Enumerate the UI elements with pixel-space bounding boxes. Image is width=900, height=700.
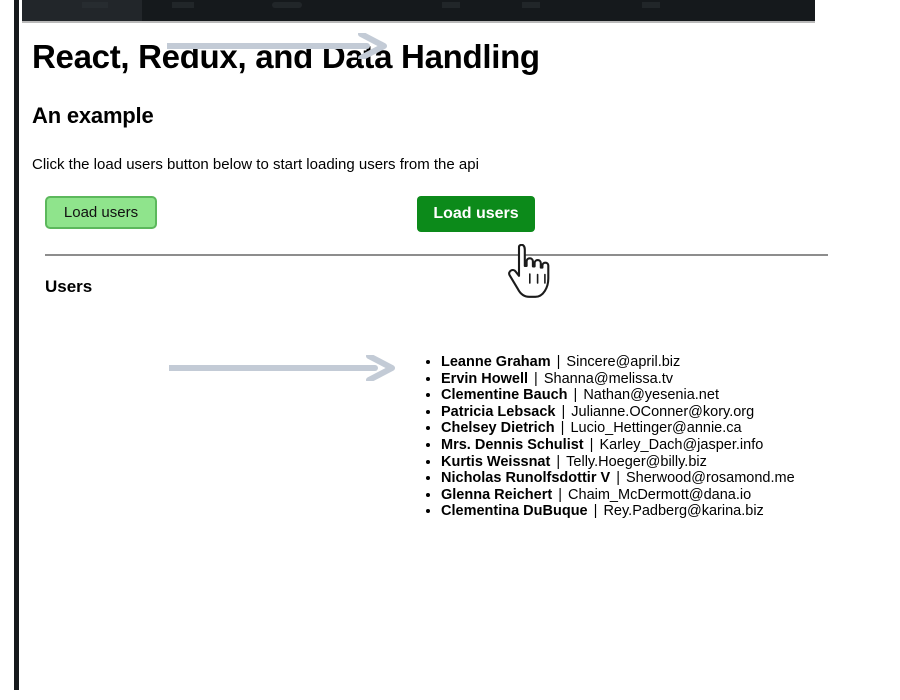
arrow-pointing-to-users-list <box>169 355 395 381</box>
user-separator: | <box>612 470 624 487</box>
user-name: Mrs. Dennis Schulist <box>441 436 584 453</box>
user-name: Ervin Howell <box>441 370 529 387</box>
chrome-ghost-text <box>172 2 194 8</box>
load-users-button-hover[interactable]: Load users <box>417 196 535 232</box>
user-list-item: Clementina DuBuque | Rey.Padberg@karina.… <box>441 503 795 520</box>
user-name: Chelsey Dietrich <box>441 420 555 437</box>
window-left-edge <box>14 0 19 690</box>
user-list-item: Mrs. Dennis Schulist | Karley_Dach@jaspe… <box>441 437 795 454</box>
user-email: Rey.Padberg@karina.biz <box>603 503 764 520</box>
user-list-item: Kurtis Weissnat | Telly.Hoeger@billy.biz <box>441 454 795 471</box>
user-email: Shanna@melissa.tv <box>543 370 674 387</box>
user-email: Sincere@april.biz <box>566 354 681 370</box>
user-separator: | <box>552 453 565 470</box>
user-name: Clementina DuBuque <box>441 503 588 520</box>
instruction-text: Click the load users button below to sta… <box>32 156 479 173</box>
load-users-button-idle[interactable]: Load users <box>45 196 157 229</box>
user-list-item: Ervin Howell | Shanna@melissa.tv <box>441 371 795 388</box>
browser-chrome-strip <box>22 0 815 23</box>
chrome-ghost-text <box>82 2 108 8</box>
user-email: Chaim_McDermott@dana.io <box>568 486 752 503</box>
user-email: Julianne.OConner@kory.org <box>571 403 755 420</box>
user-name: Patricia Lebsack <box>441 403 556 420</box>
user-separator: | <box>552 354 565 370</box>
user-list-item: Chelsey Dietrich | Lucio_Hettinger@annie… <box>441 420 795 437</box>
users-list: Leanne Graham | Sincere@april.bizErvin H… <box>423 354 795 520</box>
user-email: Nathan@yesenia.net <box>583 387 719 404</box>
button-row: Load users Load users <box>32 196 900 236</box>
chrome-ghost-text <box>442 2 460 8</box>
user-email: Lucio_Hettinger@annie.ca <box>570 420 742 437</box>
user-list-item: Glenna Reichert | Chaim_McDermott@dana.i… <box>441 487 795 504</box>
section-divider <box>45 254 828 256</box>
user-email: Telly.Hoeger@billy.biz <box>566 453 707 470</box>
user-separator: | <box>557 403 570 420</box>
chrome-ghost-icon <box>272 2 302 8</box>
user-name: Kurtis Weissnat <box>441 453 551 470</box>
user-email: Karley_Dach@jasper.info <box>599 436 764 453</box>
user-separator: | <box>530 370 542 387</box>
chrome-ghost-text <box>642 2 660 8</box>
chrome-ghost-text <box>522 2 540 8</box>
user-separator: | <box>585 436 598 453</box>
page-body: React, Redux, and Data Handling An examp… <box>19 23 900 700</box>
user-email: Sherwood@rosamond.me <box>626 470 795 487</box>
user-separator: | <box>556 420 569 437</box>
user-name: Glenna Reichert <box>441 486 553 503</box>
user-list-item: Nicholas Runolfsdottir V | Sherwood@rosa… <box>441 470 795 487</box>
user-name: Nicholas Runolfsdottir V <box>441 470 611 487</box>
user-list-item: Patricia Lebsack | Julianne.OConner@kory… <box>441 404 795 421</box>
page-content: React, Redux, and Data Handling An examp… <box>19 23 900 297</box>
user-separator: | <box>569 387 582 404</box>
user-separator: | <box>554 486 567 503</box>
users-heading: Users <box>45 277 93 296</box>
browser-tab[interactable] <box>22 0 142 21</box>
user-list-item: Clementine Bauch | Nathan@yesenia.net <box>441 387 795 404</box>
user-name: Leanne Graham <box>441 354 551 370</box>
user-separator: | <box>589 503 602 520</box>
page-title: React, Redux, and Data Handling <box>32 38 540 75</box>
user-name: Clementine Bauch <box>441 387 568 404</box>
user-list-item: Leanne Graham | Sincere@april.biz <box>441 354 795 371</box>
section-heading: An example <box>32 103 154 128</box>
